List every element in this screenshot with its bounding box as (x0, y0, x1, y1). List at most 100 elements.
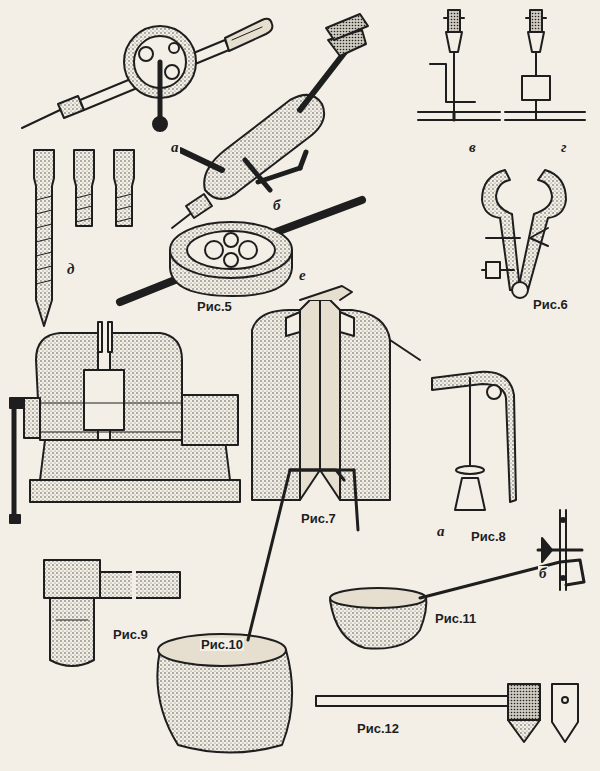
figure-letter: а (436, 524, 446, 539)
bench-vise-part (40, 403, 182, 404)
ladle-spoon (330, 560, 584, 649)
tap-set-part (36, 196, 52, 284)
drilling-sketch-part (460, 17, 464, 19)
tap-set-part (76, 194, 92, 222)
breast-drill (172, 14, 368, 228)
soldering-hammer-part (100, 572, 180, 598)
bench-vise-part (108, 322, 112, 352)
drilling-sketch-part (448, 10, 460, 32)
figure-caption: Рис.9 (112, 628, 149, 641)
die-stock-part (170, 222, 292, 278)
hand-drill-part (232, 27, 262, 40)
drilling-sketch (418, 10, 585, 120)
vise-jaws-part (340, 312, 354, 336)
hand-drill-part (225, 19, 272, 51)
bench-vise-part (10, 515, 20, 523)
figure-caption: Рис.10 (200, 638, 244, 651)
soldering-iron-part (562, 697, 568, 703)
tap-set-part (116, 194, 132, 222)
drilling-sketch-part (418, 119, 500, 121)
vise-jaws-part (286, 312, 300, 336)
ladle-spoon-part (420, 560, 584, 598)
bench-vise-part (24, 398, 40, 438)
figure-letter: е (298, 268, 307, 283)
breast-drill-part (180, 150, 222, 170)
bracket-clamp-part (561, 576, 565, 580)
soldering-iron-part (552, 684, 578, 742)
breast-drill-part (204, 95, 324, 199)
breast-drill-part (326, 14, 368, 40)
die-stock-part (224, 233, 238, 247)
drilling-sketch-part (505, 111, 585, 113)
bracket-clamp (432, 372, 582, 590)
soldering-hammer-part (132, 568, 136, 602)
soldering-hammer-part (44, 560, 100, 598)
tap-set-part (114, 150, 134, 226)
bench-vise-part (182, 395, 238, 445)
hand-drill-part (169, 43, 179, 53)
breast-drill-part (172, 214, 190, 228)
soldering-iron-part (508, 720, 540, 742)
drilling-sketch-part (526, 17, 530, 19)
bench-vise-part (10, 398, 24, 408)
soldering-iron-part (316, 696, 508, 706)
die-stock (120, 200, 362, 302)
bench-vise-part (98, 322, 102, 352)
melting-pot-part (290, 469, 354, 472)
bench-vise (10, 322, 240, 523)
hand-drill-part (165, 65, 179, 79)
melting-pot (157, 470, 358, 753)
clamp-pliers-part (486, 262, 500, 278)
figure-caption: Рис.6 (532, 298, 569, 311)
melting-pot-part (248, 470, 344, 640)
clamp-pliers-part (518, 170, 566, 290)
bracket-clamp-part (456, 466, 484, 474)
figure-caption: Рис.7 (300, 512, 337, 525)
drilling-sketch-part (522, 76, 550, 100)
soldering-hammer-part (56, 620, 88, 621)
vise-jaws-part (390, 340, 420, 360)
tap-set-part (34, 150, 54, 326)
figure-letter: б (538, 566, 548, 581)
drilling-sketch-part (530, 10, 542, 32)
hand-drill-part (22, 110, 60, 128)
drilling-sketch-part (446, 32, 462, 52)
vise-jaws (252, 286, 420, 500)
bench-vise-part (12, 405, 17, 520)
breast-drill-part (300, 152, 306, 168)
bracket-clamp-part (542, 538, 552, 562)
drilling-sketch-part (542, 17, 546, 19)
hand-drill-part (139, 47, 153, 61)
drilling-sketch-part (444, 17, 448, 19)
hand-drill-part (153, 117, 167, 131)
soldering-hammer-part (50, 598, 94, 666)
clamp-pliers-part (486, 237, 520, 239)
figure-letter: д (66, 262, 75, 277)
drilling-sketch-part (528, 32, 544, 52)
clamp-pliers (482, 170, 566, 298)
die-stock-part (239, 241, 257, 259)
figure-letter: в (468, 140, 477, 155)
bracket-clamp-part (487, 385, 501, 399)
figure-letter: г (560, 140, 568, 155)
drilling-sketch-part (418, 111, 500, 113)
hand-drill-part (158, 62, 163, 118)
figure-caption: Рис.11 (434, 612, 477, 625)
breast-drill-part (300, 52, 345, 110)
bracket-clamp-part (455, 478, 485, 510)
clamp-pliers-part (530, 228, 548, 246)
bracket-clamp-part (469, 412, 471, 470)
drilling-sketch-part (453, 112, 456, 120)
bench-vise-part (84, 370, 124, 430)
die-stock-part (205, 241, 223, 259)
breast-drill-part (245, 160, 270, 190)
drilling-sketch-part (505, 119, 585, 121)
figure-letter: б (272, 198, 282, 213)
tap-set-part (74, 150, 94, 226)
clamp-pliers-part (482, 170, 520, 290)
soldering-iron (316, 684, 578, 742)
ladle-spoon-part (330, 588, 426, 608)
vise-jaws-part (300, 286, 352, 300)
figure-caption: Рис.5 (196, 300, 233, 313)
